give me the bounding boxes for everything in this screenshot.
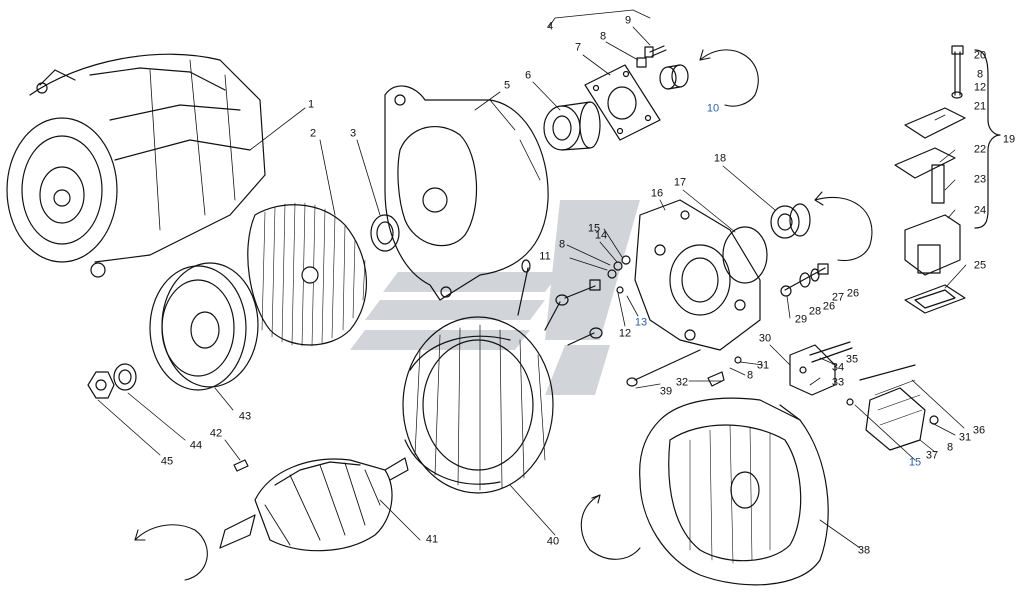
watermark-logo xyxy=(350,200,640,395)
callout-16: 16 xyxy=(650,187,664,200)
front-cover xyxy=(384,85,549,301)
callout-25: 25 xyxy=(973,259,987,272)
spacer-ring xyxy=(370,214,400,252)
callout-8-reg: 8 xyxy=(746,369,754,382)
callout-14: 14 xyxy=(594,229,608,242)
bearing xyxy=(543,101,601,151)
callout-27: 27 xyxy=(831,291,845,304)
bearing-18 xyxy=(770,203,811,239)
callout-20: 20 xyxy=(973,49,987,62)
callout-17: 17 xyxy=(673,176,687,189)
brush-holder xyxy=(894,45,966,276)
washers-11-15 xyxy=(564,255,631,299)
callout-26-right: 26 xyxy=(846,287,860,300)
stator xyxy=(402,259,603,494)
top-bolt xyxy=(636,45,667,68)
callout-10: 10 xyxy=(706,102,720,115)
callout-28: 28 xyxy=(808,305,822,318)
callout-7: 7 xyxy=(574,41,582,54)
callout-45: 45 xyxy=(160,455,174,468)
callout-15-mid: 15 xyxy=(587,222,601,235)
terminal-assembly xyxy=(780,263,829,297)
assembled-alternator xyxy=(6,53,266,278)
callout-21: 21 xyxy=(973,100,987,113)
regulator-33 xyxy=(789,344,836,396)
callout-32: 32 xyxy=(675,376,689,389)
callout-36: 36 xyxy=(972,424,986,437)
callout-34: 34 xyxy=(831,361,845,374)
callout-1: 1 xyxy=(307,98,315,111)
callout-23: 23 xyxy=(973,173,987,186)
key-42 xyxy=(233,459,249,472)
o-ring-17 xyxy=(722,226,768,284)
callout-2: 2 xyxy=(309,127,317,140)
callout-33: 33 xyxy=(831,376,845,389)
callout-8-brush: 8 xyxy=(976,68,984,81)
callout-12-brush: 12 xyxy=(973,81,987,94)
long-bolt-39 xyxy=(626,349,701,387)
fan-disc xyxy=(247,202,367,347)
rectifier-bracket xyxy=(634,199,761,351)
callout-3: 3 xyxy=(349,127,357,140)
cover-37 xyxy=(865,379,926,451)
callout-29: 29 xyxy=(794,313,808,326)
callout-43: 43 xyxy=(238,410,252,423)
callout-30: 30 xyxy=(758,332,772,345)
callout-35: 35 xyxy=(845,353,859,366)
callout-9: 9 xyxy=(624,14,632,27)
callout-8-mid: 8 xyxy=(558,238,566,251)
studs-34-35 xyxy=(734,341,853,364)
callout-22: 22 xyxy=(973,143,987,156)
callout-24: 24 xyxy=(973,204,987,217)
callout-8-top: 8 xyxy=(599,30,607,43)
rotor xyxy=(219,457,409,552)
gasket-25 xyxy=(904,284,966,314)
bracket-19 xyxy=(974,49,1001,229)
callout-41: 41 xyxy=(425,533,439,546)
bearing-plate xyxy=(584,64,661,141)
callout-38: 38 xyxy=(857,544,871,557)
nut-45 xyxy=(87,371,115,399)
callout-12-mid: 12 xyxy=(618,327,632,340)
callout-15-right: 15 xyxy=(908,456,922,469)
callout-39: 39 xyxy=(659,385,673,398)
callout-26-left: 26 xyxy=(822,300,836,313)
callout-37: 37 xyxy=(925,449,939,462)
callout-13: 13 xyxy=(634,316,648,329)
callout-8-cover: 8 xyxy=(946,441,954,454)
rotation-arrows xyxy=(134,49,873,581)
washer-44 xyxy=(113,363,137,391)
callout-31-mid: 31 xyxy=(756,359,770,372)
callout-4: 4 xyxy=(546,20,554,33)
callout-19: 19 xyxy=(1002,133,1016,146)
callout-42: 42 xyxy=(209,427,223,440)
leader-lines xyxy=(97,9,967,549)
callout-11: 11 xyxy=(539,250,551,263)
callout-18: 18 xyxy=(713,152,727,165)
callout-6: 6 xyxy=(524,69,532,82)
pulley xyxy=(149,262,259,391)
callout-31-right: 31 xyxy=(958,431,972,444)
clip-32 xyxy=(707,371,725,387)
callout-40: 40 xyxy=(546,535,560,548)
rear-housing xyxy=(639,397,829,586)
ring-10 xyxy=(659,64,689,90)
callout-5: 5 xyxy=(503,79,511,92)
callout-44: 44 xyxy=(189,439,203,452)
